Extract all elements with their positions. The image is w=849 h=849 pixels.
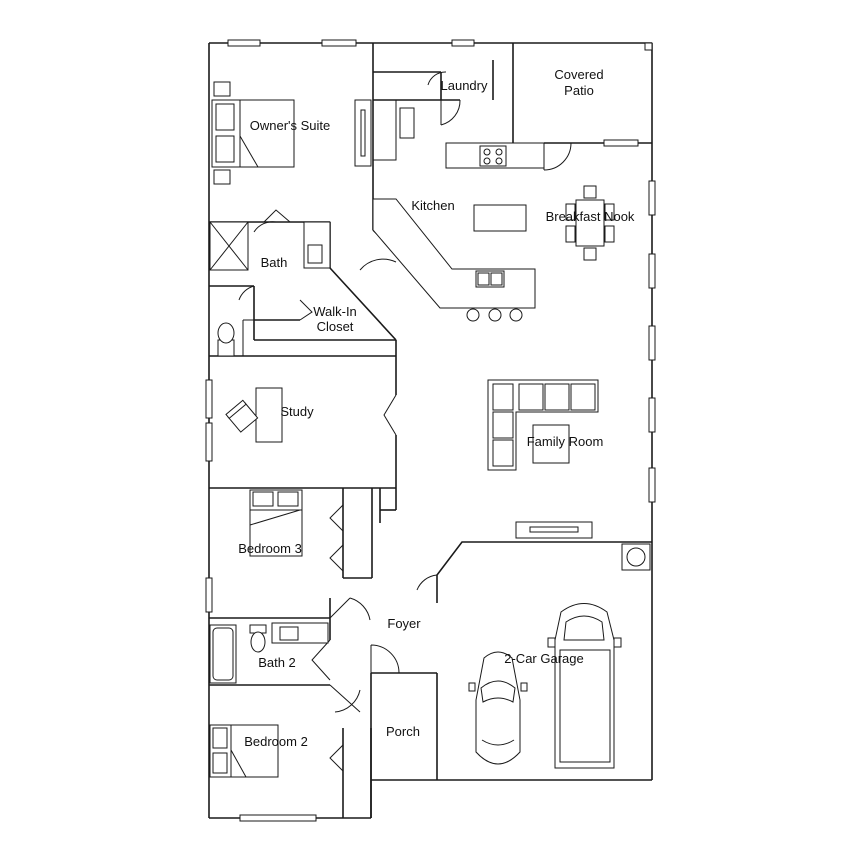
sink — [475, 270, 505, 288]
label-breakfast-nook: Breakfast Nook — [546, 209, 635, 224]
window — [644, 42, 653, 51]
bathtub — [209, 624, 237, 684]
window — [205, 577, 213, 613]
window — [648, 467, 656, 503]
label-kitchen: Kitchen — [411, 198, 454, 213]
tv-console — [515, 521, 593, 539]
bath-2-fixtures — [209, 622, 329, 684]
label-bedroom-2: Bedroom 2 — [244, 734, 308, 749]
family-room-furniture — [487, 379, 599, 539]
stool — [488, 308, 502, 322]
bedroom-3-furniture — [249, 489, 303, 557]
bedroom-2-furniture — [209, 724, 279, 778]
label-study: Study — [280, 404, 314, 419]
car — [475, 651, 521, 765]
water-heater — [626, 547, 646, 567]
window — [321, 39, 357, 47]
room-labels: Owner's Suite Laundry Covered Patio Kitc… — [238, 67, 635, 749]
windows — [205, 39, 656, 822]
window — [648, 253, 656, 289]
label-walk-in-closet-line2: Closet — [317, 319, 354, 334]
truck — [554, 603, 615, 769]
window — [648, 180, 656, 216]
owners-suite-furniture — [211, 81, 372, 185]
breakfast-table — [565, 185, 615, 261]
stool — [466, 308, 480, 322]
window — [205, 422, 213, 462]
label-bath-2: Bath 2 — [258, 655, 296, 670]
kitchen-island — [473, 204, 527, 232]
nightstand — [213, 169, 231, 185]
master-bath-fixtures — [209, 221, 331, 357]
window — [227, 39, 261, 47]
label-garage: 2-Car Garage — [504, 651, 583, 666]
window — [648, 325, 656, 361]
garage-contents — [468, 543, 651, 769]
label-owners-suite: Owner's Suite — [250, 118, 331, 133]
label-covered-patio-line2: Patio — [564, 83, 594, 98]
label-covered-patio-line1: Covered — [554, 67, 603, 82]
dresser — [354, 99, 372, 167]
window — [451, 39, 475, 47]
toilet — [250, 631, 266, 653]
doors — [238, 71, 572, 772]
exterior-walls — [208, 42, 653, 819]
label-bedroom-3: Bedroom 3 — [238, 541, 302, 556]
toilet — [217, 322, 235, 344]
study-furniture — [225, 387, 283, 443]
label-family-room: Family Room — [527, 434, 604, 449]
window — [603, 139, 639, 147]
kitchen-fixtures — [372, 107, 545, 322]
cooktop — [479, 145, 507, 167]
nightstand — [213, 81, 231, 97]
window — [648, 397, 656, 433]
label-laundry: Laundry — [441, 78, 488, 93]
label-bath: Bath — [261, 255, 288, 270]
stool — [509, 308, 523, 322]
window — [239, 814, 317, 822]
label-foyer: Foyer — [387, 616, 421, 631]
interior-walls — [209, 43, 652, 818]
label-porch: Porch — [386, 724, 420, 739]
window — [205, 379, 213, 419]
washer — [399, 107, 415, 139]
label-walk-in-closet-line1: Walk-In — [313, 304, 357, 319]
desk — [255, 387, 283, 443]
coffee-table — [532, 424, 570, 464]
